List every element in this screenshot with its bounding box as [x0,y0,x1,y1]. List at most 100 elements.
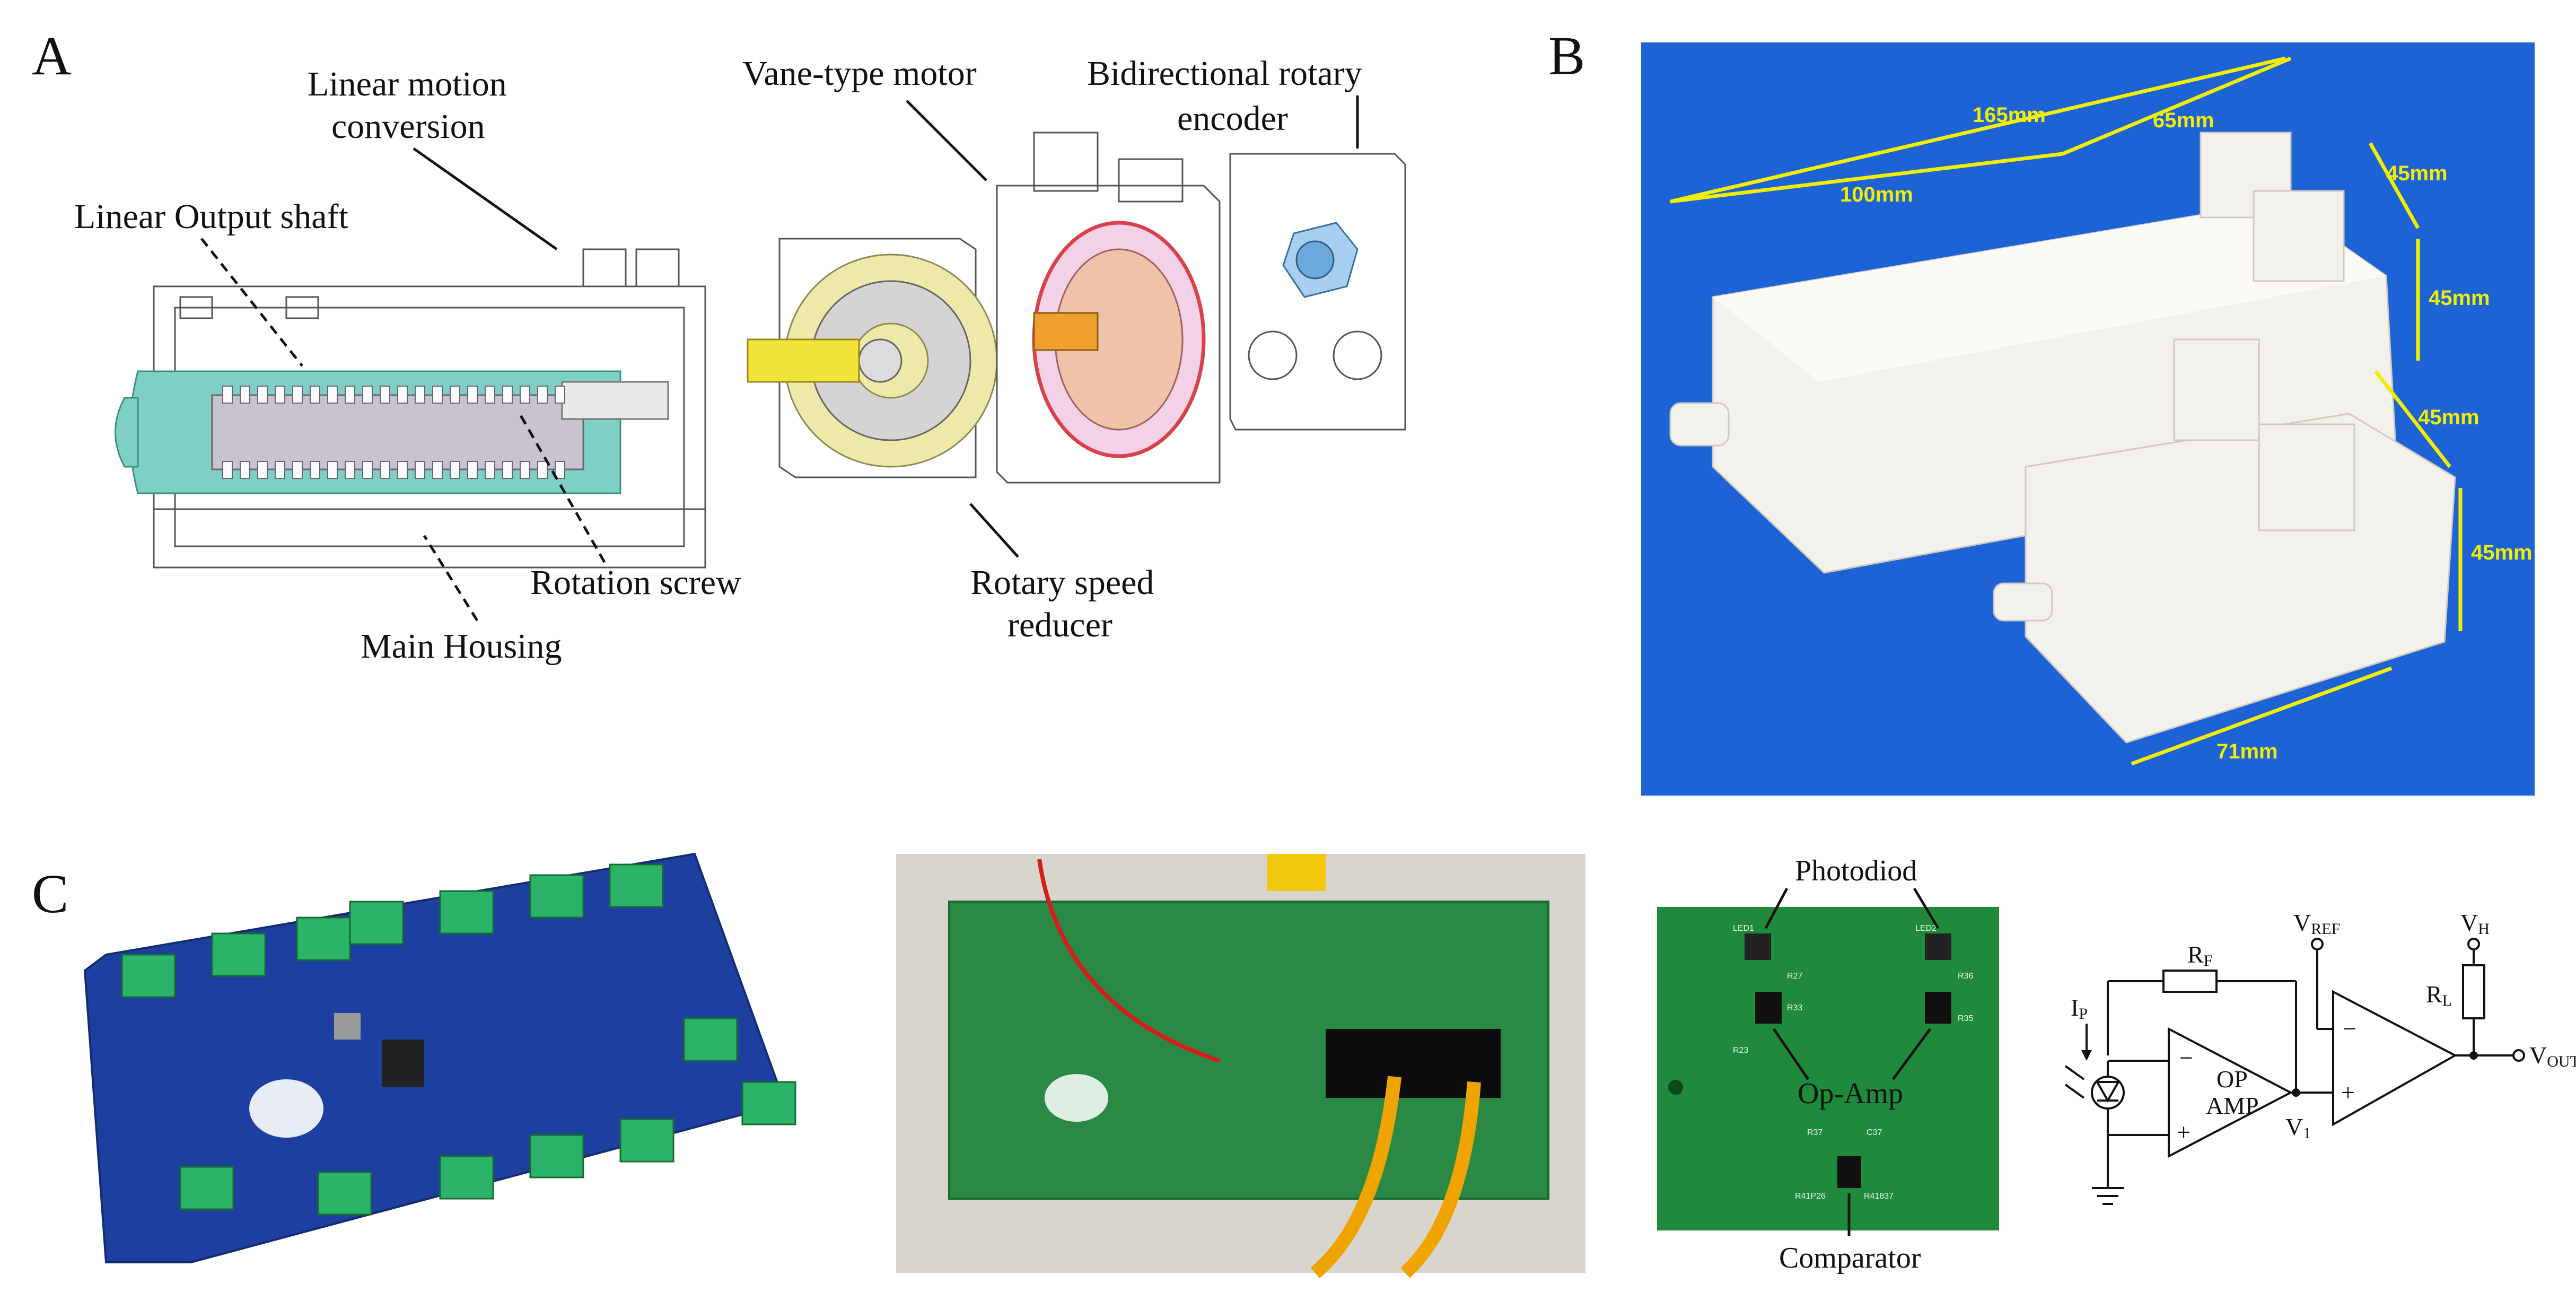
small-actuator [1993,338,2456,744]
sch-vref: VREF [2293,909,2340,938]
panel-letter-b: B [1548,25,1585,86]
dim-line-65 [2062,56,2292,156]
screw-thread [485,386,495,404]
screw-thread [450,461,460,479]
silk-r33: R33 [1787,1003,1802,1012]
op-amp-symbol [2168,1027,2293,1158]
screw-thread [327,386,338,404]
screw-thread [502,386,513,404]
screw-thread [275,386,285,404]
screw-thread [397,461,408,479]
label-rotation-screw: Rotation screw [530,563,741,602]
screw-thread [362,461,373,479]
screw-thread [467,461,478,479]
sch-vh: VH [2460,909,2490,938]
dim-part1: 100mm [1840,183,1913,206]
sch-ip: IP [2071,994,2088,1023]
panel-c: C LED1 [32,852,2576,1278]
arrow-vane-type-motor [906,100,987,181]
label-comparator: Comparator [1779,1242,1921,1274]
silk-r23: R23 [1733,1046,1748,1055]
screw-thread [432,461,443,479]
panel-a: A [32,25,1406,666]
bidirectional-rotary-encoder [1229,153,1406,431]
dim-small-length: 71mm [2216,740,2278,763]
sch-minus-2: − [2343,1015,2356,1042]
screw-thread [292,386,303,404]
arrow-linear-output-shaft [200,238,303,367]
arrow-photodiod-2 [1913,887,1940,929]
screw-thread [327,461,338,479]
label-vane-type-motor: Vane-type motor [742,54,977,93]
arrow-rotary-speed-reducer [969,503,1019,558]
dim-line-45-small-w [2374,370,2451,468]
sch-op-amp-line2: AMP [2206,1092,2259,1119]
screw-thread [240,461,250,479]
dim-line-45-large-w [2368,142,2420,229]
terminal-block [741,1081,796,1125]
label-bidirectional-rotary-encoder-2: encoder [1177,99,1288,138]
logo-mascot [249,1079,323,1138]
sensor-board-photo: LED1 LED2 R27 R33 R23 R36 R35 R37 C37 R4… [1657,907,1999,1230]
terminal-block [296,916,351,961]
comparator-symbol [2332,990,2458,1127]
label-linear-motion-conversion-1: Linear motion [308,65,507,103]
arrow-main-housing [423,535,479,622]
dim-line-71 [2131,666,2393,766]
linear-actuator-housing [115,248,706,569]
screw-thread [257,461,268,479]
terminal-block [121,954,176,998]
screw-thread [310,461,320,479]
vout-terminal [2512,1049,2525,1062]
label-rotary-speed-reducer-1: Rotary speed [970,563,1154,602]
arrow-op-amp-1 [1772,1028,1810,1080]
terminal-block [529,1134,584,1178]
screw-thread [345,386,355,404]
arrow-photodiod-1 [1764,887,1789,929]
silk-r36: R36 [1958,972,1973,981]
screw-thread [520,461,530,479]
screw-thread [450,386,460,404]
sch-plus-1: + [2177,1119,2191,1146]
terminal-block [179,1166,234,1210]
screw-thread [397,386,408,404]
screw-thread [222,386,233,404]
op-amp-chip-2 [1925,992,1951,1024]
label-photodiod: Photodiod [1795,854,1917,887]
pcb-render [83,852,796,1263]
screw-thread [240,386,250,404]
sch-minus-1: − [2179,1044,2193,1071]
screw-thread [467,386,478,404]
screw-thread [520,386,530,404]
arrow-op-amp-2 [1891,1028,1932,1080]
dim-large-height: 45mm [2429,286,2490,310]
screw-thread [415,386,425,404]
silk-r27: R27 [1787,972,1802,981]
screw-thread [432,386,443,404]
screw-thread [310,386,320,404]
screw-threads [222,386,565,479]
screw-thread [380,461,390,479]
terminal-block [609,863,664,908]
op-amp-chip-1 [1755,992,1782,1024]
screw-thread [275,461,285,479]
vane-type-motor [996,132,1221,484]
dim-total-length: 165mm [1973,103,2046,127]
sch-rl: RL [2426,981,2452,1009]
label-op-amp: Op-Amp [1798,1077,1903,1110]
terminal-block [619,1118,674,1163]
terminal-block [439,890,494,935]
sch-plus-2: + [2341,1079,2355,1106]
screw-thread [485,461,495,479]
dim-line-165 [1670,56,2286,204]
feedback-resistor [2162,970,2218,993]
dim-line-100 [1670,152,2063,204]
sch-op-amp-line1: OP [2216,1066,2248,1093]
screw-thread [222,461,233,479]
screw-thread [537,461,548,479]
vref-terminal [2311,938,2324,950]
rotation-screw [211,394,584,470]
screw-thread [257,386,268,404]
screw-thread [380,386,390,404]
